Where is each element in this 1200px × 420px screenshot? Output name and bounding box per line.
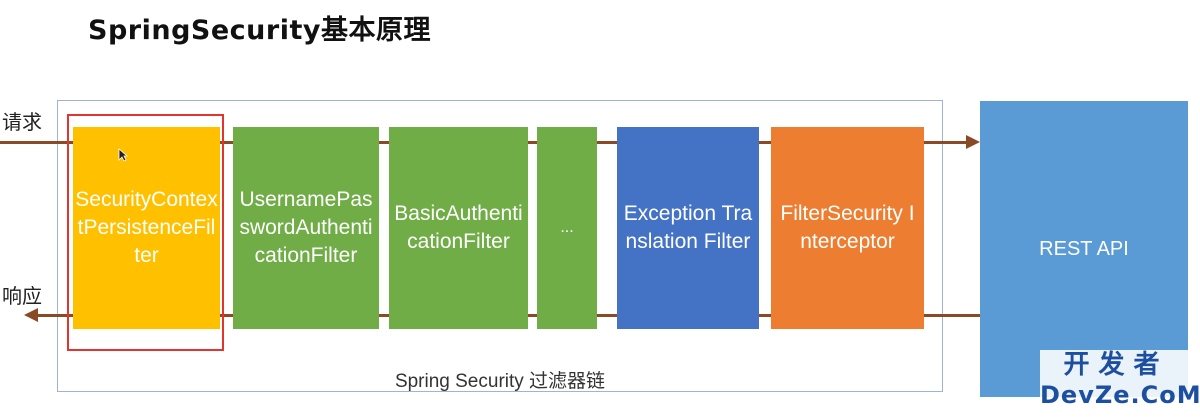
response-label: 响应 (2, 284, 42, 308)
request-label: 请求 (2, 110, 42, 134)
request-arrowhead-icon (966, 135, 980, 149)
filter-exception-translation: Exception Translation Filter (617, 127, 759, 329)
filter-security-interceptor: FilterSecurity Interceptor (771, 127, 924, 329)
page-title: SpringSecurity基本原理 (88, 15, 431, 46)
watermark-line2: DevZe.CoM (1040, 381, 1200, 409)
watermark-line1: 开发者 (1063, 350, 1169, 380)
highlight-box (67, 114, 224, 351)
response-arrowhead-icon (24, 308, 38, 322)
filter-security-context-persistence: SecurityContextPersistenceFilter (73, 127, 220, 329)
mouse-cursor-icon (118, 148, 128, 162)
watermark-logo: 开发者 DevZe.CoM (1040, 350, 1200, 412)
rest-api-box: REST API (980, 101, 1188, 397)
filter-ellipsis: ... (537, 127, 597, 329)
filter-username-password-authentication: UsernamePasswordAuthenticationFilter (233, 127, 379, 329)
filter-chain-caption: Spring Security 过滤器链 (394, 371, 606, 392)
filter-basic-authentication: BasicAuthenticationFilter (389, 127, 528, 329)
